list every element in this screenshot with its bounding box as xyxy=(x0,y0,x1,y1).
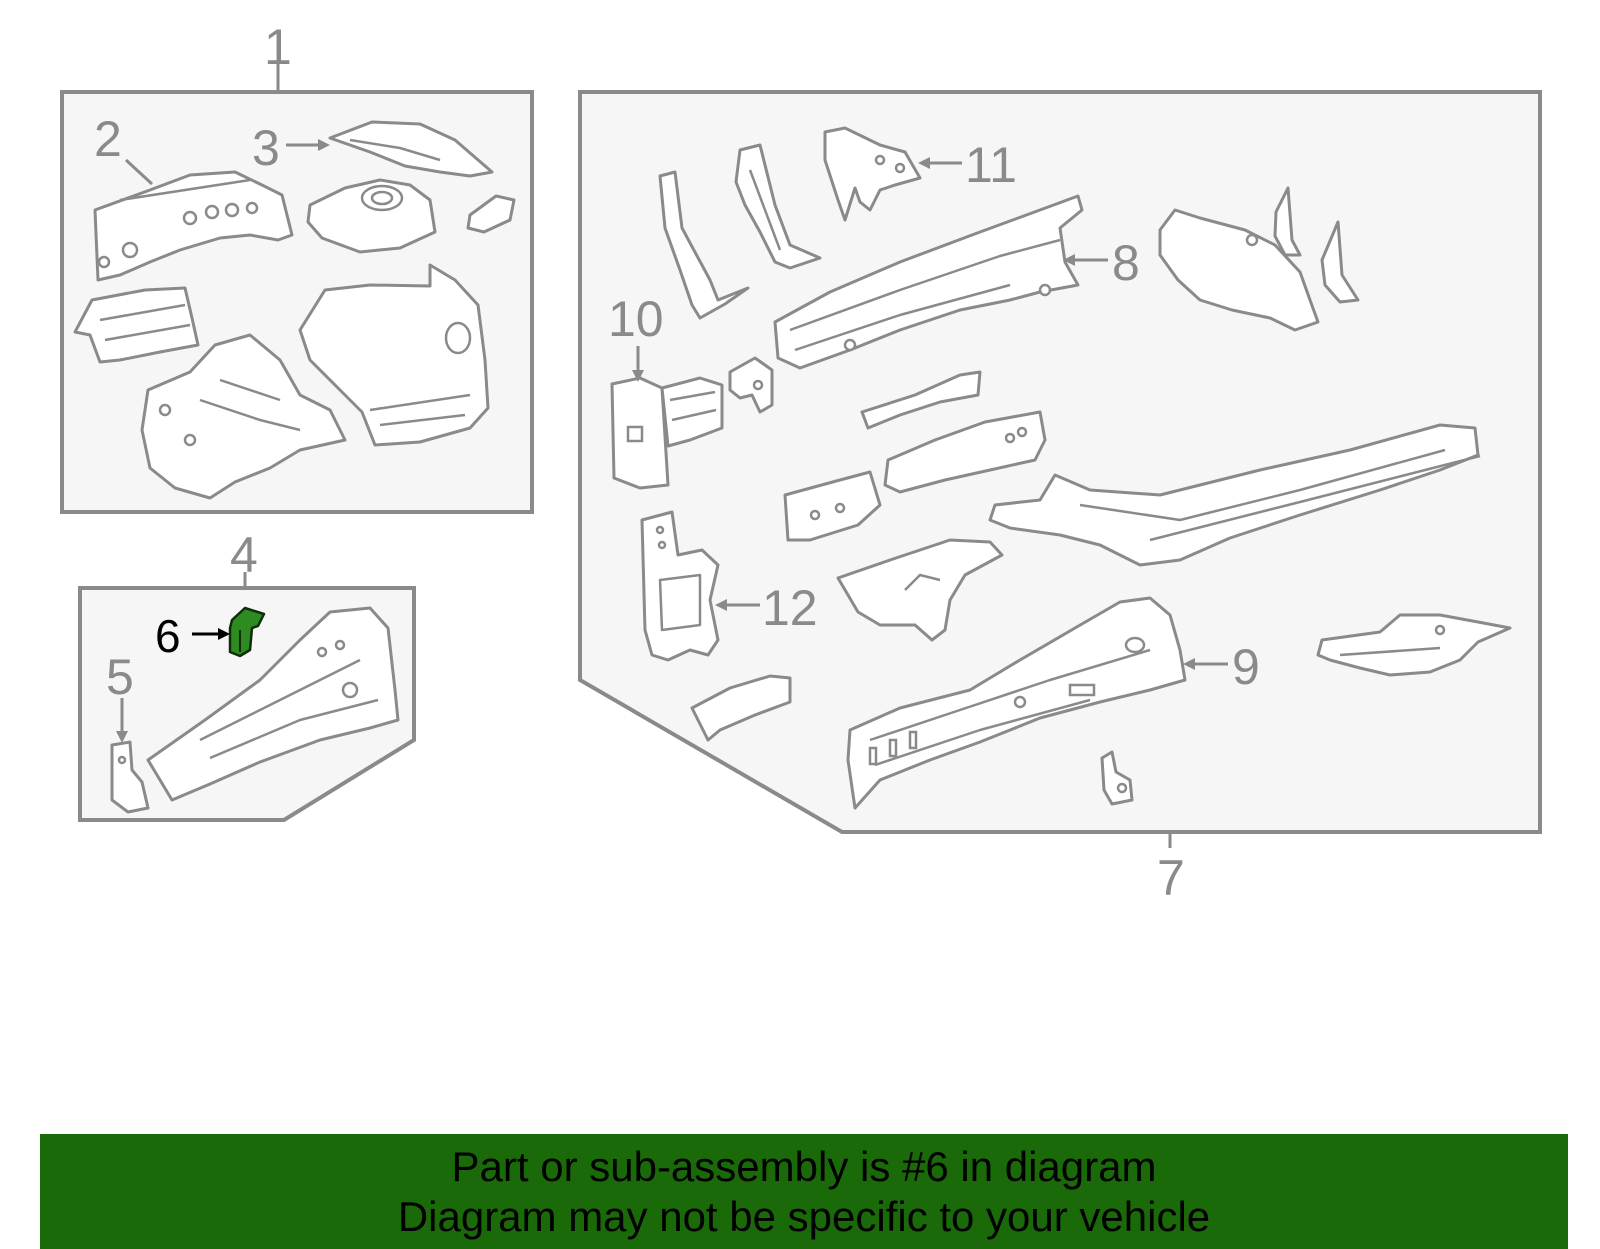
callout-8: 8 xyxy=(1112,235,1140,291)
part-pillar-strip[interactable] xyxy=(658,170,750,320)
part-lower-clip[interactable] xyxy=(1100,750,1134,806)
info-banner: Part or sub-assembly is #6 in diagram Di… xyxy=(40,1134,1568,1249)
part-10-plate[interactable] xyxy=(610,376,670,490)
callout-3: 3 xyxy=(252,120,280,176)
callout-1: 1 xyxy=(264,19,292,75)
part-strut-tower[interactable] xyxy=(306,178,437,254)
part-crossmember-small[interactable] xyxy=(860,370,982,430)
part-9-side-rail[interactable] xyxy=(846,596,1187,810)
callout-2: 2 xyxy=(94,111,122,167)
callout-5: 5 xyxy=(106,649,134,705)
part-6-highlighted-bracket[interactable] xyxy=(228,606,266,658)
part-3-upper-panel[interactable] xyxy=(328,120,494,178)
part-arch-bracket[interactable] xyxy=(836,538,1004,642)
part-8-rail[interactable] xyxy=(773,194,1084,370)
part-mid-bracket-2[interactable] xyxy=(783,470,882,542)
part-wheelhouse[interactable] xyxy=(298,263,490,447)
part-11-bracket[interactable] xyxy=(823,126,922,222)
group-1-box: 1 2 3 xyxy=(60,19,534,514)
part-10-bracket[interactable] xyxy=(660,376,724,448)
part-lower-apron-left[interactable] xyxy=(73,286,200,364)
part-rear-bracket[interactable] xyxy=(1316,613,1512,677)
part-small-gusset-1[interactable] xyxy=(1273,186,1302,257)
part-rocker-rail[interactable] xyxy=(988,423,1481,567)
callout-6: 6 xyxy=(155,610,181,662)
part-center-bracket[interactable] xyxy=(728,356,774,414)
part-4-front-rail[interactable] xyxy=(146,606,400,802)
part-small-gusset-2[interactable] xyxy=(1320,220,1360,304)
callout-9: 9 xyxy=(1232,639,1260,695)
banner-line-1: Part or sub-assembly is #6 in diagram xyxy=(451,1142,1157,1190)
part-small-bracket[interactable] xyxy=(466,194,516,234)
group-4-box: 4 5 6 xyxy=(78,527,416,822)
part-front-apron-lower[interactable] xyxy=(140,333,347,500)
part-lower-left-bracket[interactable] xyxy=(690,674,792,742)
banner-line-2: Diagram may not be specific to your vehi… xyxy=(397,1192,1211,1240)
part-mid-rail-bracket[interactable] xyxy=(883,410,1047,494)
callout-12: 12 xyxy=(762,580,818,636)
callout-10: 10 xyxy=(608,291,664,347)
callout-11: 11 xyxy=(965,137,1017,193)
part-rear-wheelhouse-reinforcement[interactable] xyxy=(1158,208,1320,332)
part-pillar-bracket[interactable] xyxy=(734,143,822,270)
callout-4: 4 xyxy=(230,527,258,583)
part-5-bracket[interactable] xyxy=(110,740,150,814)
part-2-apron-panel[interactable] xyxy=(93,170,294,282)
group-7-box: 7 11 8 xyxy=(578,90,1542,906)
part-12-pillar[interactable] xyxy=(640,510,720,662)
callout-7: 7 xyxy=(1157,850,1185,906)
